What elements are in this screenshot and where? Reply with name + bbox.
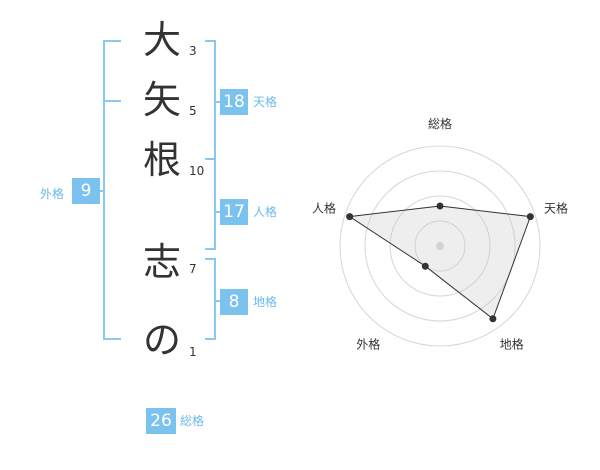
radar-grid-ring bbox=[364, 170, 516, 322]
radar-point-4 bbox=[421, 262, 429, 270]
radar-series-polygon bbox=[348, 205, 532, 320]
radar-center-dot bbox=[436, 242, 444, 250]
radar-grid-ring bbox=[389, 195, 491, 297]
radar-axis-label-2: 天格 bbox=[544, 200, 568, 215]
tenkaku-badge: 18 bbox=[220, 89, 248, 115]
jinkaku-badge: 17 bbox=[220, 199, 248, 225]
radar-point-5 bbox=[346, 213, 354, 221]
radar-axis-label-3: 地格 bbox=[500, 337, 524, 352]
name-char-4: 志 bbox=[142, 240, 181, 284]
name-char-2: 矢 bbox=[142, 78, 181, 122]
soukaku-badge: 26 bbox=[146, 408, 176, 434]
radar-axis-label-4: 外格 bbox=[356, 337, 380, 352]
radar-axis-label-1: 総格 bbox=[428, 116, 452, 131]
name-char-5: の bbox=[142, 318, 181, 362]
jinkaku-label: 人格 bbox=[253, 205, 278, 219]
soukaku-label: 総格 bbox=[180, 414, 205, 428]
stroke-count-3: 10 bbox=[189, 164, 205, 178]
tenkaku-label: 天格 bbox=[253, 95, 278, 109]
gaikaku-badge: 9 bbox=[72, 178, 100, 204]
name-char-3: 根 bbox=[142, 138, 181, 182]
chikaku-label: 地格 bbox=[253, 295, 278, 309]
name-char-1: 大 bbox=[142, 18, 181, 62]
radar-point-3 bbox=[489, 315, 497, 323]
stroke-count-2: 5 bbox=[189, 104, 197, 118]
gaikaku-label: 外格 bbox=[40, 187, 65, 201]
radar-grid-ring bbox=[339, 145, 541, 347]
stroke-count-1: 3 bbox=[189, 44, 197, 58]
stroke-count-4: 7 bbox=[189, 262, 197, 276]
stroke-count-5: 1 bbox=[189, 345, 197, 359]
radar-grid-ring bbox=[414, 220, 466, 272]
chikaku-badge: 8 bbox=[220, 289, 248, 315]
radar-axis-label-5: 人格 bbox=[312, 200, 336, 215]
radar-point-2 bbox=[526, 213, 534, 221]
radar-point-1 bbox=[436, 202, 444, 210]
